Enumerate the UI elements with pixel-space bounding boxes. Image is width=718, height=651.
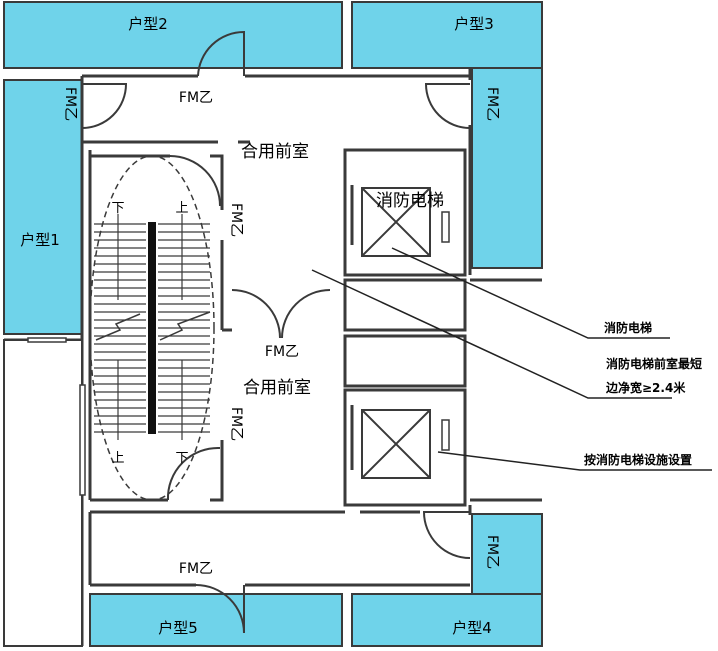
stair-center-rail xyxy=(148,222,156,434)
elevator-upper-car xyxy=(361,187,431,257)
door-label-stair-top: FM乙 xyxy=(228,203,244,237)
door-right-bottom xyxy=(422,511,471,559)
callout-fire-elevator: 消防电梯 xyxy=(604,320,652,335)
callout-lobby-width-line1: 消防电梯前室最短 xyxy=(606,356,702,371)
elevators xyxy=(350,185,450,479)
door-center-right xyxy=(281,289,331,339)
stair-dashed-outline xyxy=(89,155,215,501)
staircase xyxy=(89,155,215,501)
stair-treads xyxy=(94,223,210,433)
stair-label-up-left: 上 xyxy=(111,451,124,466)
leader-elevator-setting xyxy=(437,451,712,471)
fire-elevator-room-label: 消防电梯 xyxy=(376,191,444,211)
door-right-top xyxy=(424,83,471,129)
door-stair-top xyxy=(169,155,221,207)
elevator-upper-panel xyxy=(441,211,450,243)
door-label-right-top: FM乙 xyxy=(484,87,500,121)
door-center-left xyxy=(231,289,281,339)
stair-break-left xyxy=(95,313,141,341)
unit-2-label: 户型2 xyxy=(128,15,168,33)
door-top-center xyxy=(197,30,245,77)
leader-fire-elevator xyxy=(391,247,670,339)
lower-left-void xyxy=(3,339,83,647)
door-label-middle-center: FM乙 xyxy=(265,344,299,360)
callout-leaders xyxy=(311,247,712,471)
doors xyxy=(81,30,471,634)
unit-3-label: 户型3 xyxy=(454,15,494,33)
unit-3-side-area[interactable] xyxy=(471,67,543,269)
apartment-units xyxy=(3,1,543,647)
unit-1-area[interactable] xyxy=(3,79,83,335)
door-label-left-top: FM乙 xyxy=(62,87,78,121)
unit-5-label: 户型5 xyxy=(158,619,198,637)
unit-1-label: 户型1 xyxy=(20,231,60,249)
callout-elevator-setting: 按消防电梯设施设置 xyxy=(584,452,692,467)
unit-2-area[interactable] xyxy=(3,1,343,69)
door-label-stair-bottom: FM乙 xyxy=(228,407,244,441)
unit-4-label: 户型4 xyxy=(452,619,492,637)
elevator-lower-panel xyxy=(441,419,450,451)
door-label-bottom-center: FM乙 xyxy=(179,561,213,577)
elevator-lower-car xyxy=(361,409,431,479)
stair-label-down-left: 下 xyxy=(111,201,124,216)
door-label-right-bottom: FM乙 xyxy=(484,535,500,569)
callout-lobby-width-line2: 边净宽≥2.4米 xyxy=(605,380,686,395)
window-marker xyxy=(27,337,67,343)
unit-5-area[interactable] xyxy=(89,593,343,647)
door-label-top-center: FM乙 xyxy=(179,90,213,106)
unit-4-side-area[interactable] xyxy=(471,513,543,595)
unit-3-area[interactable] xyxy=(351,1,543,69)
leader-lobby-width xyxy=(311,269,672,399)
shared-lobby-bottom-label: 合用前室 xyxy=(243,378,311,398)
shared-lobby-top-label: 合用前室 xyxy=(241,142,309,162)
door-stair-bottom xyxy=(166,446,221,501)
door-bottom-center xyxy=(195,584,245,634)
stair-label-down-right: 下 xyxy=(175,451,188,466)
unit-4-area[interactable] xyxy=(351,593,543,647)
stair-break-right xyxy=(159,311,211,341)
stair-label-up-right: 上 xyxy=(175,201,188,216)
door-left-top xyxy=(81,83,128,129)
window-marker-left xyxy=(79,384,86,496)
